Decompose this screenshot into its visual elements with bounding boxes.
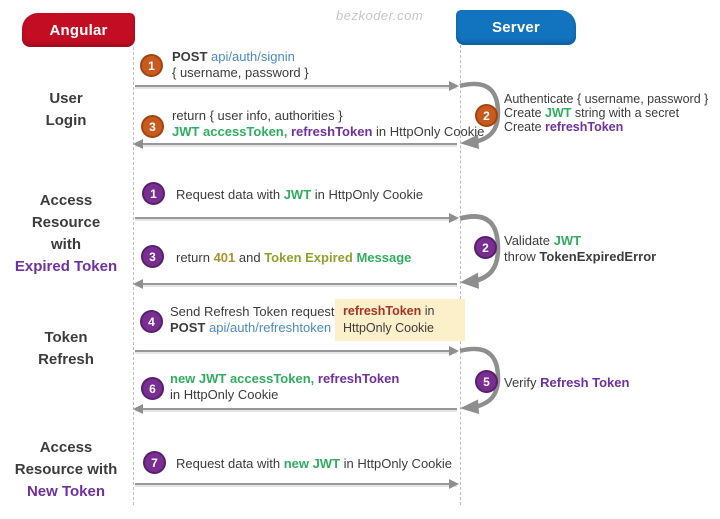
step-badge-3-return-401: 3 bbox=[141, 245, 164, 268]
message-send-refresh-token: Send Refresh Token request POST api/auth… bbox=[170, 304, 335, 335]
server-self-call-arrow-1 bbox=[459, 81, 501, 150]
arrow-401-response bbox=[133, 279, 457, 289]
step-badge-7-request-new-jwt: 7 bbox=[143, 451, 166, 474]
server-lifeline bbox=[460, 45, 461, 505]
actor-server: Server bbox=[456, 10, 576, 45]
section-label-new-token: Access Resource with New Token bbox=[14, 439, 118, 500]
message-new-tokens: new JWT accessToken, refreshToken in Htt… bbox=[170, 371, 400, 402]
angular-lifeline bbox=[133, 47, 134, 505]
message-verify-refresh-token: Verify Refresh Token bbox=[504, 375, 630, 390]
server-self-call-arrow-2 bbox=[459, 214, 501, 289]
message-request-data-jwt: Request data with JWT in HttpOnly Cookie bbox=[176, 187, 424, 202]
watermark-text: bezkoder.com bbox=[336, 8, 424, 23]
message-return-401: return 401 and Token Expired Message bbox=[176, 250, 412, 265]
step-badge-2-authenticate: 2 bbox=[475, 104, 498, 127]
step-badge-6-new-tokens: 6 bbox=[141, 377, 164, 400]
message-signin-request: POST api/auth/signin { username, passwor… bbox=[172, 49, 309, 80]
note-refresh-token-cookie: refreshToken in HttpOnly Cookie bbox=[335, 299, 465, 341]
step-badge-2-validate: 2 bbox=[474, 236, 497, 259]
step-badge-4-send-refresh: 4 bbox=[140, 310, 163, 333]
message-request-data-new-jwt: Request data with new JWT in HttpOnly Co… bbox=[176, 456, 453, 471]
message-signin-response: return { user info, authorities } JWT ac… bbox=[172, 108, 485, 139]
arrow-data-request bbox=[135, 213, 459, 223]
arrow-refresh-request bbox=[135, 346, 459, 356]
section-label-token-refresh: Token Refresh bbox=[38, 329, 94, 368]
section-label-expired-token: Access Resource with Expired Token bbox=[14, 192, 118, 275]
actor-angular: Angular bbox=[22, 13, 135, 47]
message-authenticate: Authenticate { username, password } Crea… bbox=[504, 92, 709, 134]
arrow-refresh-response bbox=[133, 404, 457, 414]
step-badge-5-verify: 5 bbox=[475, 370, 498, 393]
arrow-signin-response bbox=[133, 139, 457, 149]
step-badge-1-signin: 1 bbox=[140, 54, 163, 77]
arrow-newtoken-request bbox=[135, 479, 459, 489]
section-label-user-login: User Login bbox=[45, 90, 87, 129]
server-self-call-arrow-3 bbox=[459, 346, 501, 415]
arrow-signin-request bbox=[135, 81, 459, 91]
step-badge-1-request-data: 1 bbox=[142, 182, 165, 205]
message-validate-jwt: Validate JWT throw TokenExpiredError bbox=[504, 233, 657, 264]
step-badge-3-return-tokens: 3 bbox=[141, 115, 164, 138]
